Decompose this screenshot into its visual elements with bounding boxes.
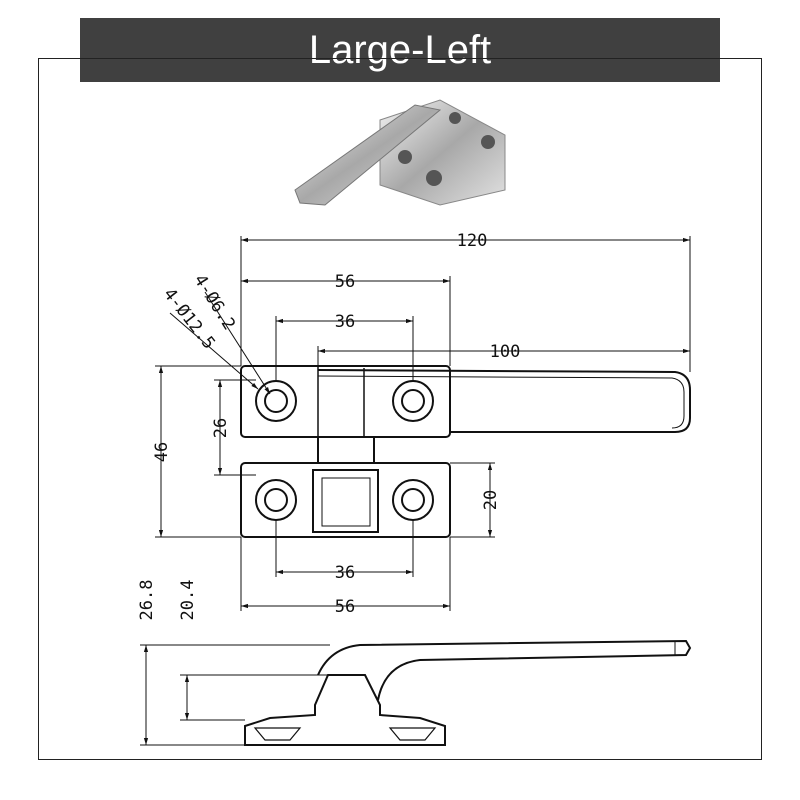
plan-view xyxy=(240,365,691,538)
dim-hole-spacing-bottom: 36 xyxy=(335,563,355,583)
side-view xyxy=(244,639,692,746)
drawing-frame xyxy=(38,58,762,760)
dimension-lines xyxy=(155,236,691,611)
dim-hole-spacing-top: 36 xyxy=(335,312,355,332)
dim-height-body: 20.4 xyxy=(178,580,198,621)
page-title: Large-Left xyxy=(308,27,492,72)
dim-lug-height: 26 xyxy=(211,418,231,438)
dim-overall-length: 120 xyxy=(457,231,488,251)
dim-height-total: 26.8 xyxy=(137,580,157,621)
dim-base-width-bottom: 56 xyxy=(335,597,355,617)
title-banner: Large-Left xyxy=(80,18,720,82)
dim-lower-block-height: 20 xyxy=(481,490,501,510)
dim-base-width-top: 56 xyxy=(335,272,355,292)
dim-base-height: 46 xyxy=(152,442,172,462)
dim-handle-length: 100 xyxy=(490,342,521,362)
window-latch-photo xyxy=(294,99,506,206)
side-dimension-lines xyxy=(140,644,330,746)
